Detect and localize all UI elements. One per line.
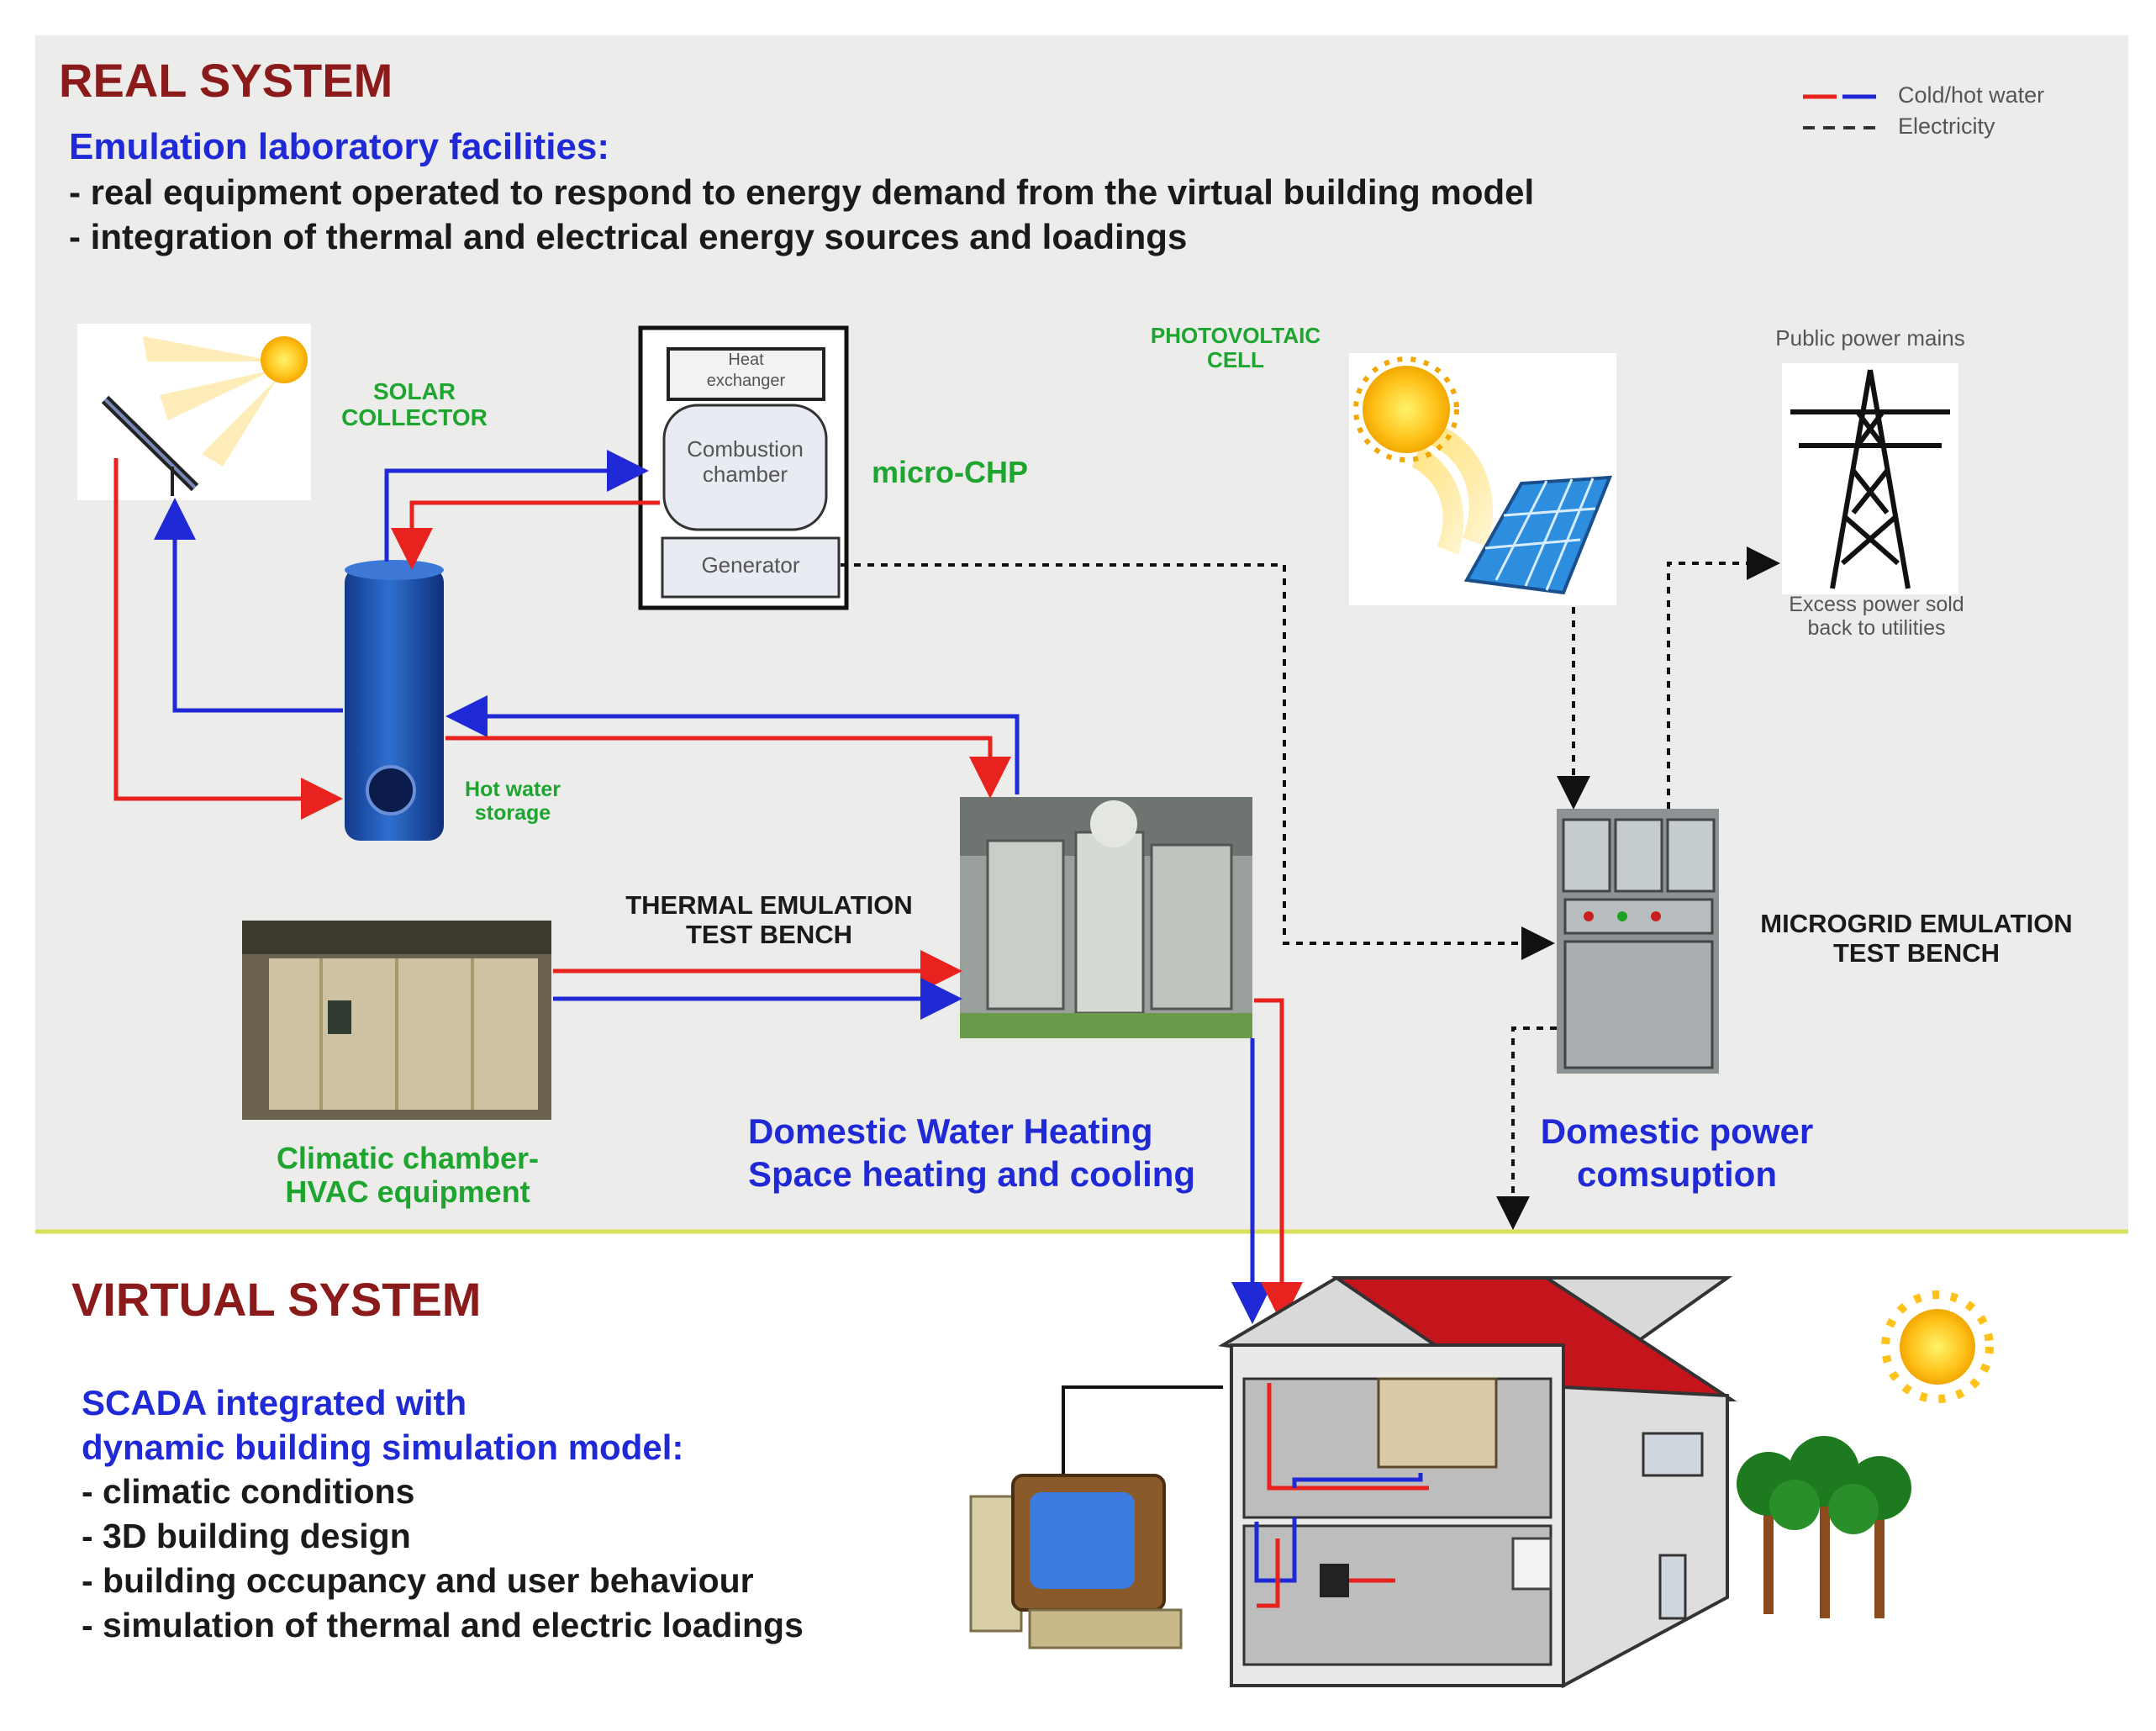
heat-exchanger-label: Heat exchanger [706, 351, 786, 390]
house-illustration [1218, 1276, 1737, 1689]
generator-box [661, 536, 841, 599]
sun-rays-collector [143, 336, 277, 467]
heat-exchanger-box [667, 347, 825, 401]
trees-icon [1737, 1436, 1911, 1618]
sun-icon [1881, 1290, 1994, 1403]
virtual-system-subtitle-1: SCADA integrated with [82, 1383, 467, 1422]
domestic-heating-label: Domestic Water Heating Space heating and… [748, 1111, 1196, 1195]
virtual-system-bullet-2: - 3D building design [82, 1517, 411, 1555]
electricity-connectors [841, 546, 1780, 1230]
virtual-system-bullet-4: - simulation of thermal and electric loa… [82, 1606, 804, 1644]
domestic-power-label: Domestic power comsuption [1540, 1111, 1814, 1195]
photovoltaic-label: PHOTOVOLTAIC CELL [1150, 323, 1321, 373]
pylon-icon [1790, 369, 1950, 589]
real-system-title: REAL SYSTEM [59, 54, 393, 107]
real-system-bullet-1: - real equipment operated to respond to … [69, 172, 1535, 212]
thermal-bench-label: THERMAL EMULATION TEST BENCH [625, 890, 913, 949]
real-system-subtitle: Emulation laboratory facilities: [69, 126, 610, 167]
virtual-system-bullet-1: - climatic conditions [82, 1472, 415, 1511]
climatic-chamber-label: Climatic chamber- HVAC equipment [276, 1141, 540, 1210]
solar-collector-label: SOLAR COLLECTOR [341, 378, 488, 431]
microgrid-bench-label: MICROGRID EMULATION TEST BENCH [1760, 909, 2073, 968]
climatic-chamber-photo [242, 921, 551, 1120]
pv-sun [1353, 356, 1494, 555]
combustion-chamber-label: Combustion chamber [687, 436, 804, 487]
thermal-bench-photo [960, 797, 1252, 1038]
generator-label: Generator [701, 552, 800, 578]
virtual-system-subtitle-2: dynamic building simulation model: [82, 1428, 684, 1467]
hot-water-tank [345, 560, 444, 841]
real-system-bullet-2: - integration of thermal and electrical … [69, 217, 1188, 256]
pv-panel [1463, 475, 1613, 595]
pylon-image [1782, 363, 1958, 594]
combustion-chamber-box [662, 404, 828, 531]
virtual-system-bullet-3: - building occupancy and user behaviour [82, 1561, 754, 1600]
water-connectors [113, 450, 1303, 1324]
legend-electricity-label: Electricity [1898, 113, 1995, 139]
computer-icon [969, 1385, 1223, 1649]
excess-power-label: Excess power sold back to utilities [1789, 593, 1964, 640]
public-power-label: Public power mains [1775, 325, 1965, 351]
virtual-system-title: VIRTUAL SYSTEM [71, 1273, 482, 1326]
hot-water-storage-label: Hot water storage [465, 778, 561, 825]
microgrid-bench-photo [1557, 809, 1719, 1074]
micro-chp-label: micro-CHP [872, 455, 1029, 489]
legend-water-label: Cold/hot water [1898, 82, 2045, 108]
